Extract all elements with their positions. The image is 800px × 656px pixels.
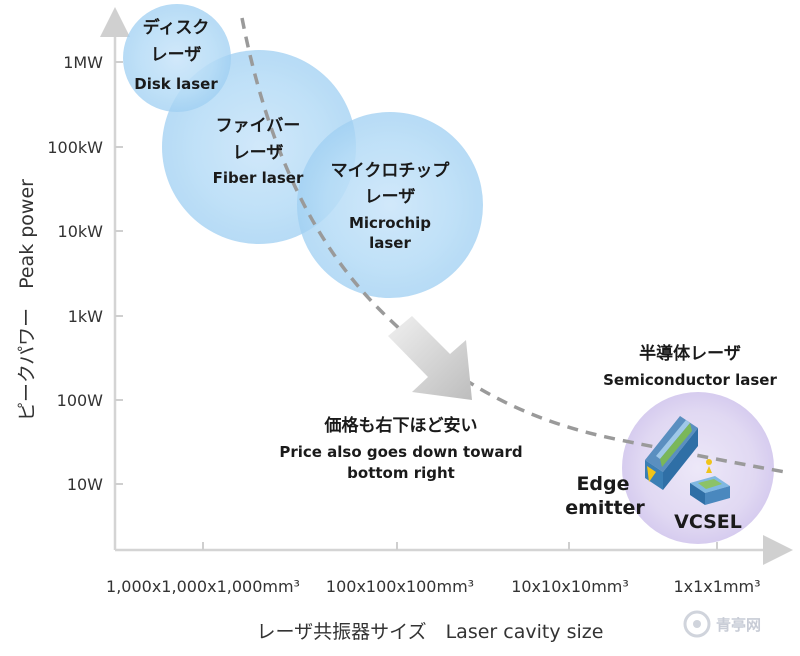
microchip-laser-en-line1: Microchip [349,214,431,232]
x-tick-1000mm: 1,000x1,000x1,000mm³ [106,577,300,596]
semiconductor-laser-bubble [622,392,774,544]
x-tick-1mm: 1x1x1mm³ [673,577,760,596]
price-note-en-line2: bottom right [347,464,455,482]
y-tick-10w: 10W [67,475,103,494]
x-tick-10mm: 10x10x10mm³ [511,577,629,596]
edge-emitter-line1: Edge [576,473,629,495]
edge-emitter-line2: emitter [565,497,645,519]
semiconductor-laser-jp: 半導体レーザ [639,343,741,364]
x-ticks [202,542,718,550]
microchip-laser-jp-line1: マイクロチップ [331,160,451,181]
vcsel-label: VCSEL [674,511,742,533]
fiber-laser-en: Fiber laser [213,169,304,187]
price-note-jp: 価格も右下ほど安い [324,415,478,436]
watermark-logo: 青亭网 [683,610,761,638]
disk-laser-jp-line1: ディスク [143,17,210,38]
fiber-laser-jp-line1: ファイバー [216,116,301,136]
x-axis-title: レーザ共振器サイズ Laser cavity size [257,621,604,643]
microchip-laser-en-line2: laser [369,234,411,252]
svg-text:青亭网: 青亭网 [716,616,761,634]
y-tick-10kw: 10kW [58,222,104,241]
disk-laser-bubble [123,4,231,112]
semiconductor-laser-en: Semiconductor laser [603,371,777,389]
disk-laser-en: Disk laser [134,75,218,93]
price-note-en-line1: Price also goes down toward [279,443,522,461]
y-tick-100kw: 100kW [47,138,103,157]
disk-laser-jp-line2: レーザ [151,45,202,65]
fiber-laser-jp-line2: レーザ [233,143,284,163]
y-tick-1mw: 1MW [63,53,103,72]
edge-emitter-chip-icon [645,416,698,490]
microchip-laser-jp-line2: レーザ [365,187,416,207]
vcsel-chip-icon [690,459,730,505]
y-ticks [115,61,123,485]
x-tick-100mm: 100x100x100mm³ [326,577,474,596]
price-down-arrow [388,316,472,400]
microchip-laser-bubble [297,112,483,298]
y-tick-1kw: 1kW [68,307,103,326]
y-tick-100w: 100W [57,391,104,410]
y-axis-title: ピークパワー Peak power [16,179,38,421]
